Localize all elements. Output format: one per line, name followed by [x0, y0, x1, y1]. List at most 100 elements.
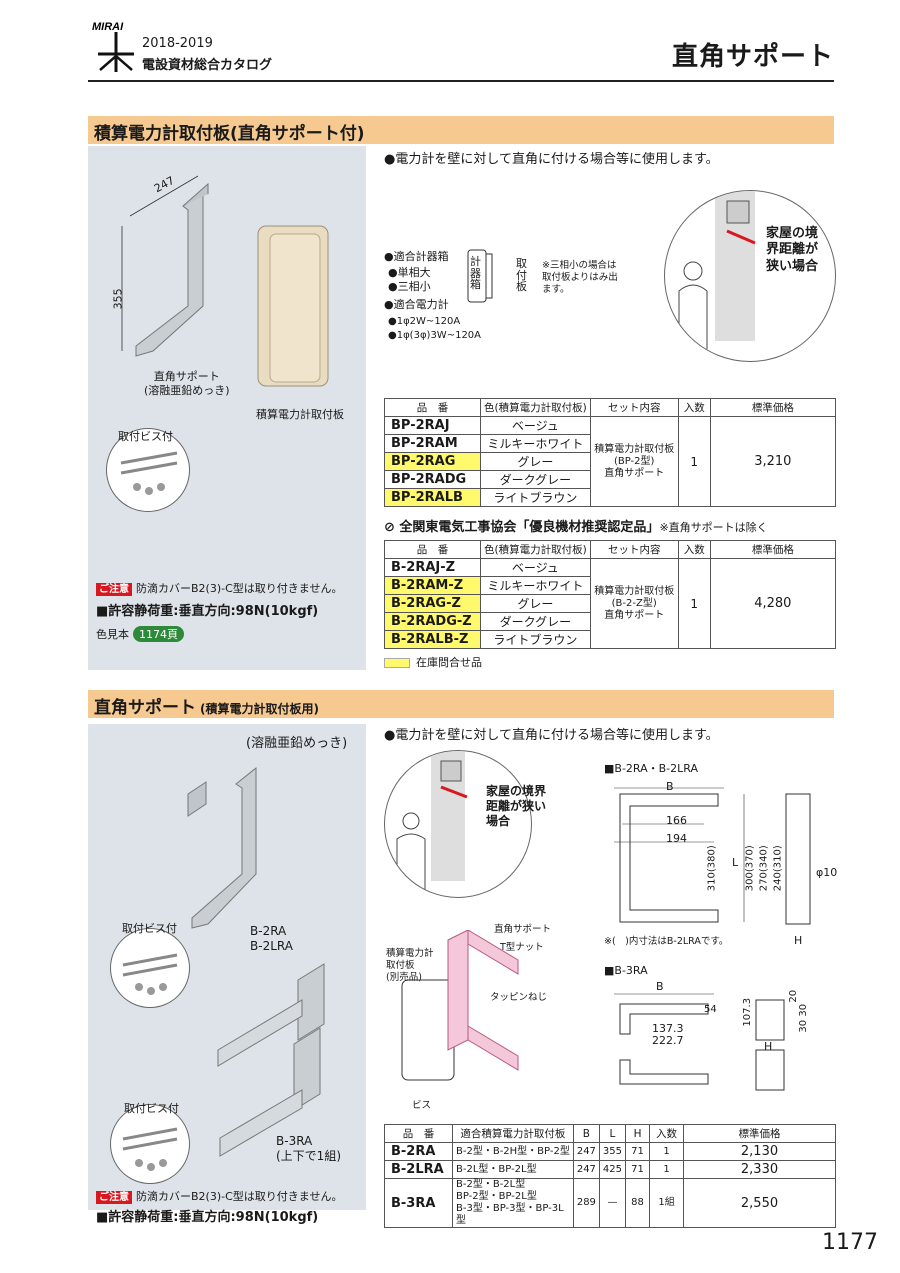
row-price: 2,330 [683, 1160, 836, 1179]
row-fit: B-2型・B-2H型・BP-2型 [452, 1142, 574, 1161]
meter-box-title: ●適合計器箱 [384, 250, 449, 263]
dwg1-phi: φ10 [816, 866, 838, 879]
table-header-row: 品 番 色(積算電力計取付板) セット内容 入数 標準価格 [384, 398, 837, 417]
dwg2-20: 20 [788, 989, 800, 1003]
table-row: B-3RA B-2型・B-2L型 BP-2型・BP-2L型 B-3型・BP-3型… [384, 1178, 836, 1228]
section1-table-1: 品 番 色(積算電力計取付板) セット内容 入数 標準価格 BP-2RAJ ベー… [384, 398, 837, 507]
table-row: B-2LRA B-2L型・BP-2L型 247 425 71 1 2,330 [384, 1160, 836, 1179]
section2-subtitle: (積算電力計取付板用) [200, 702, 319, 716]
screws-label-2: 取付ビス付 [124, 1102, 179, 1115]
header-rule [88, 80, 834, 82]
dim-height: 355 [111, 288, 125, 310]
stock-text: 在庫問合せ品 [416, 656, 482, 669]
section1-title: 積算電力計取付板(直角サポート付) [94, 124, 365, 144]
dwg1-drawing [614, 787, 811, 925]
table-row: BP-2RAM ミルキーホワイト [384, 434, 836, 453]
cert-text: 全関東電気工事協会「優良機材推奨認定品」 [399, 520, 660, 535]
dwg1-166: 166 [666, 814, 687, 827]
section2-photo-panel: (溶融亜鉛めっき) B-2RA B-2LRA B-3RA (上下で1組) 取付ビ… [88, 724, 366, 1210]
row-l: 425 [598, 1160, 627, 1179]
section1-load: ■許容静荷重:垂直方向:98N(10kgf) [96, 604, 319, 619]
usage-illustration [678, 191, 756, 361]
table-row: B-2RAJ-Z ベージュ 積算電力計取付板 (B-2-Z型) 直角サポート 1… [384, 558, 837, 649]
row-qty: 1 [649, 1142, 685, 1161]
dwg2-b: B [656, 980, 664, 993]
th-b: B [572, 1124, 600, 1143]
row-price: 3,210 [709, 416, 837, 507]
row-color: ミルキーホワイト [480, 434, 591, 453]
section2-callout: 家屋の境界距離が狭い場合 [486, 784, 547, 828]
meter-item-1: ●1φ2W~120A [388, 316, 461, 327]
dwg2-1373: 137.3 [652, 1022, 684, 1035]
board-label: 積算電力計取付板 [256, 408, 344, 421]
row-color: ダークグレー [480, 612, 591, 631]
section2-title-wrap: 直角サポート (積算電力計取付板用) [94, 693, 319, 718]
th-h: H [625, 1124, 651, 1143]
no-sign-icon: ⊘ [384, 520, 400, 535]
row-b: 247 [572, 1160, 600, 1179]
catalog-year: 2018-2019 [142, 36, 213, 51]
row-code: B-2RALB-Z [384, 630, 481, 649]
section2-load: ■許容静荷重:垂直方向:98N(10kgf) [96, 1210, 319, 1225]
th-l: L [598, 1124, 627, 1143]
dwg1-h: H [794, 934, 803, 947]
row-fit: B-2型・B-2L型 BP-2型・BP-2L型 B-3型・BP-3型・BP-3L… [452, 1178, 574, 1228]
section2-title-bar: 直角サポート (積算電力計取付板用) [88, 690, 834, 718]
row-price: 2,130 [683, 1142, 836, 1161]
section1-title-bar: 積算電力計取付板(直角サポート付) [88, 116, 834, 144]
section2-caution: ご注意防滴カバーB2(3)-C型は取り付きません。 [96, 1188, 342, 1204]
row-h: 88 [625, 1178, 651, 1228]
dwg1-240: 240(310) [772, 845, 784, 892]
th-qty: 入数 [677, 540, 711, 559]
row-l: — [598, 1178, 627, 1228]
row-code: B-2RADG-Z [384, 612, 481, 631]
section2-title: 直角サポート [94, 698, 196, 718]
swatch-page-link[interactable]: 1174頁 [133, 626, 184, 642]
th-price: 標準価格 [709, 398, 837, 417]
row-h: 71 [625, 1160, 651, 1179]
section1-photo-panel: 247 355 直角サポート (溶融亜鉛めっき) 積算電力計取付板 取付ビス付 [88, 146, 366, 670]
section2-bullet: ●電力計を壁に対して直角に付ける場合等に使用します。 [384, 728, 719, 743]
row-color: ベージュ [480, 558, 591, 577]
row-code: B-2RAM-Z [384, 576, 481, 595]
th-set: セット内容 [589, 398, 679, 417]
row-qty: 1 [677, 416, 711, 507]
screws-photo-2 [110, 1104, 190, 1184]
screws-label-1: 取付ビス付 [122, 922, 177, 935]
stock-swatch [384, 658, 410, 668]
meter-title: ●適合電力計 [384, 298, 449, 311]
th-code: 品 番 [384, 540, 481, 559]
row-code: B-3RA [384, 1178, 453, 1228]
row-set: 積算電力計取付板 (B-2-Z型) 直角サポート [589, 558, 679, 649]
screws-photo [106, 428, 190, 512]
th-price: 標準価格 [709, 540, 837, 559]
meter-item-2: ●1φ(3φ)3W~120A [388, 330, 482, 341]
row-code: BP-2RAJ [384, 416, 481, 435]
mirai-logo-icon: MIRAI [92, 21, 134, 72]
row-color: ダークグレー [480, 470, 591, 489]
row-h: 71 [625, 1142, 651, 1161]
plate-note: ※三相小の場合は取付板よりはみ出ます。 [542, 260, 618, 295]
row-color: ライトブラウン [480, 488, 591, 507]
caution-tag: ご注意 [96, 583, 132, 596]
table-header-row: 品 番 色(積算電力計取付板) セット内容 入数 標準価格 [384, 540, 837, 559]
dwg2-h: H [764, 1040, 773, 1053]
table-row: B-2RA B-2型・B-2H型・BP-2型 247 355 71 1 2,13… [384, 1142, 836, 1161]
dwg1-title: ■B-2RA・B-2LRA [604, 762, 698, 775]
box-word: 計器箱 [470, 255, 481, 292]
stock-legend: 在庫問合せ品 [384, 654, 482, 670]
dwg2-drawing [614, 993, 785, 1091]
row-b: 289 [572, 1178, 600, 1228]
th-fit: 適合積算電力計取付板 [452, 1124, 574, 1143]
row-qty: 1組 [649, 1178, 685, 1228]
th-qty: 入数 [649, 1124, 685, 1143]
section2-table: 品 番 適合積算電力計取付板 B L H 入数 標準価格 B-2RA B-2型・… [384, 1124, 836, 1228]
section1-bullet: ●電力計を壁に対して直角に付ける場合等に使用します。 [384, 152, 719, 167]
caution-text: 防滴カバーB2(3)-C型は取り付きません。 [136, 582, 343, 595]
screws-label: 取付ビス付 [118, 430, 173, 443]
row-code: BP-2RADG [384, 470, 481, 489]
th-code: 品 番 [384, 1124, 453, 1143]
cert-note: ※直角サポートは除く [659, 521, 768, 534]
assy-nut: T型ナット [500, 942, 544, 953]
